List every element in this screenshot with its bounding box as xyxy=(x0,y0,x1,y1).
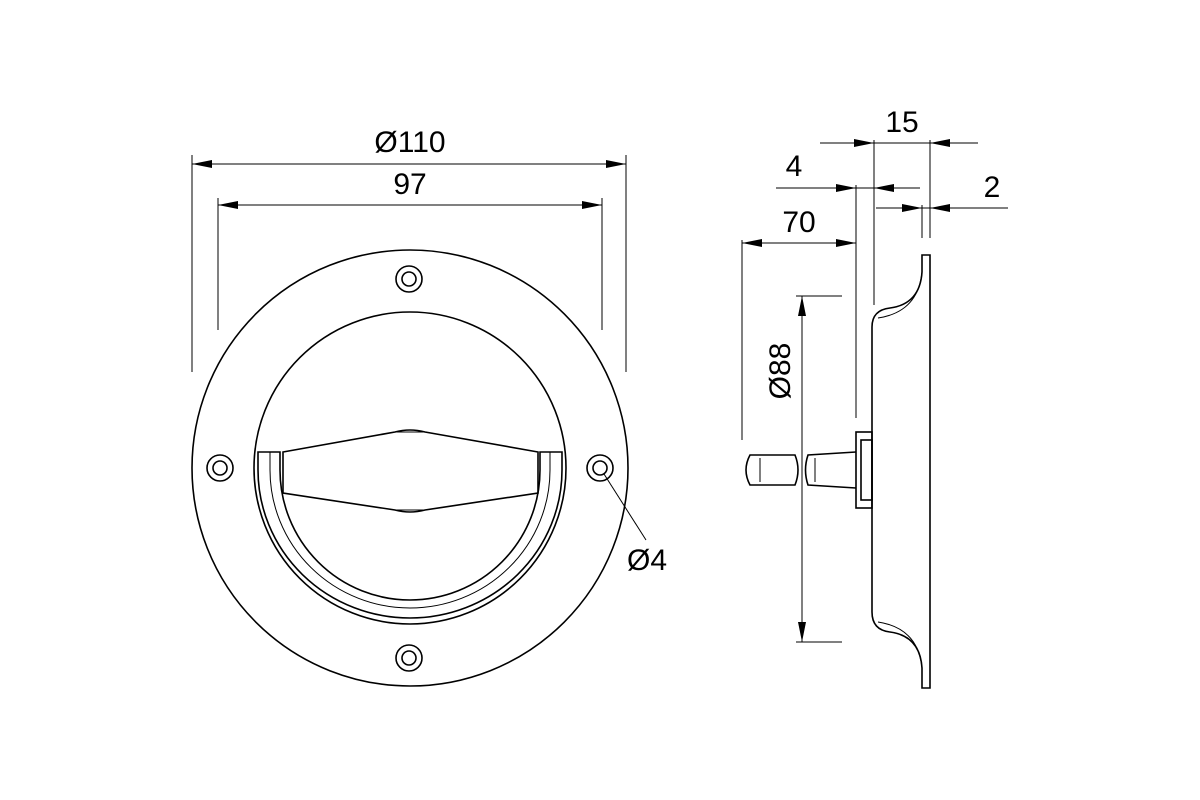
ring-handle xyxy=(257,451,563,619)
dimension-outer-diameter xyxy=(191,155,627,372)
front-view: Ø110 97 Ø4 xyxy=(191,126,667,687)
outer-flange-circle xyxy=(191,249,629,687)
dimension-flange-diameter-label: Ø88 xyxy=(764,343,797,400)
dimension-total-depth-label: 15 xyxy=(885,106,918,139)
dimension-spindle-length-label: 70 xyxy=(782,206,815,239)
hole-diameter-leader xyxy=(603,473,647,541)
hub-washer-outer xyxy=(855,431,873,509)
mounting-hole-top xyxy=(395,265,423,293)
hub-washer-inner xyxy=(860,439,873,501)
dimension-hole-circle xyxy=(217,198,603,330)
dimension-wall-offset-label: 4 xyxy=(786,150,803,183)
dimension-flange-thickness xyxy=(876,204,1008,212)
mounting-hole-right xyxy=(586,454,614,482)
dimension-total-depth xyxy=(820,139,978,147)
dimension-hole-diameter-label: Ø4 xyxy=(627,544,667,577)
side-view: 15 4 2 70 Ø88 xyxy=(741,106,1008,689)
mounting-hole-left xyxy=(206,454,234,482)
dimension-flange-thickness-label: 2 xyxy=(984,171,1001,204)
dimension-hole-circle-label: 97 xyxy=(393,168,426,201)
dimension-spindle-length xyxy=(742,239,856,247)
mounting-hole-bottom xyxy=(395,644,423,672)
dimension-flange-diameter xyxy=(798,296,806,642)
dimension-outer-diameter-label: Ø110 xyxy=(374,126,445,159)
flange-profile xyxy=(871,254,931,689)
dimension-wall-offset xyxy=(776,184,920,192)
recess-circle xyxy=(253,311,567,625)
spindle xyxy=(745,451,857,489)
lever-bar xyxy=(282,429,539,513)
